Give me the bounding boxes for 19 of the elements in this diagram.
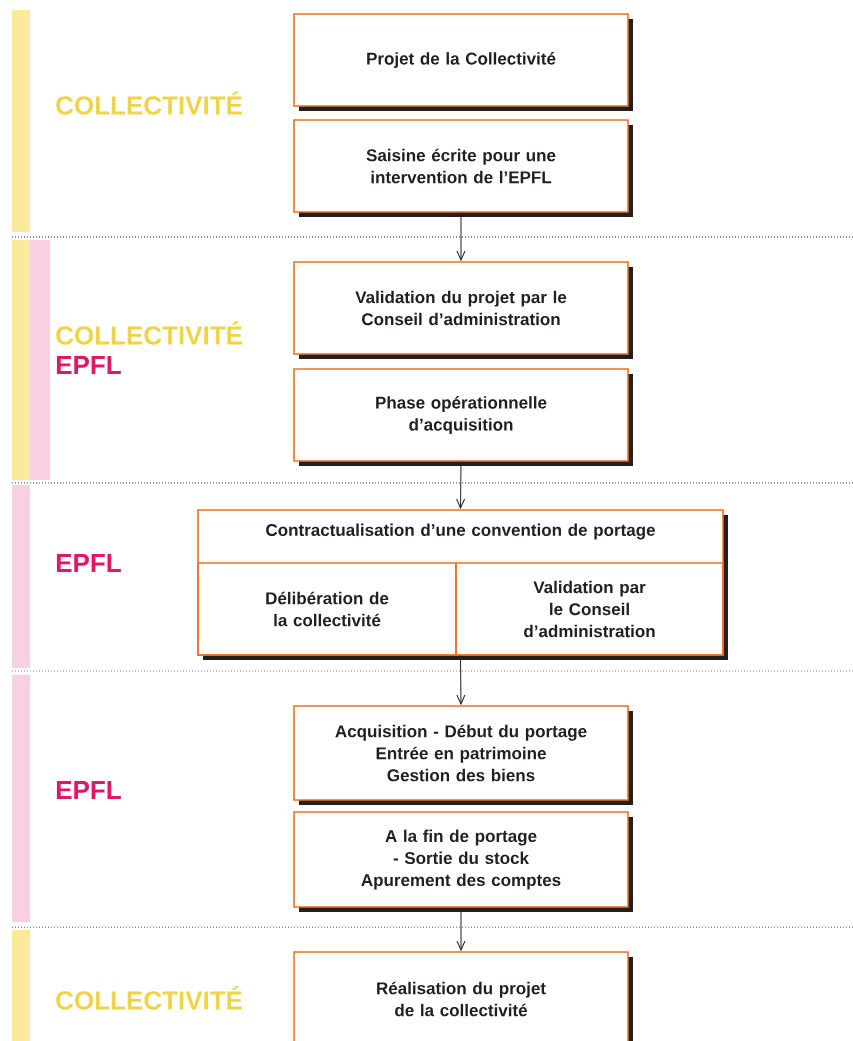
table-cell: Délibération de la collectivité: [197, 562, 457, 656]
process-box: Saisine écrite pour une intervention de l’EPFL: [293, 119, 633, 217]
process-box: Projet de la Collectivité: [293, 13, 633, 111]
band-label: COLLECTIVITÉ: [56, 91, 242, 115]
band-label: EPFL: [56, 356, 121, 374]
process-box: Réalisation du projet de la collectivité: [293, 951, 633, 1041]
process-box: Phase opérationnelle d’acquisition: [293, 368, 633, 466]
process-box: Validation du projet par le Conseil d’administration: [293, 261, 633, 359]
band-label: COLLECTIVITÉ: [56, 321, 242, 345]
arrow: [456, 212, 466, 261]
process-box: Acquisition - Début du portage Entrée en patrimoine Gestion des biens: [293, 705, 633, 805]
table-cell: Validation par le Conseil d’administration: [455, 562, 724, 656]
process-box: A la fin de portage - Sortie du stock Apurement des comptes: [293, 811, 633, 912]
band-label: EPFL: [56, 554, 121, 572]
band-label: EPFL: [56, 781, 121, 799]
arrow: [456, 461, 466, 509]
band-label: COLLECTIVITÉ: [56, 986, 242, 1010]
arrow: [456, 907, 466, 951]
arrow: [456, 655, 466, 705]
